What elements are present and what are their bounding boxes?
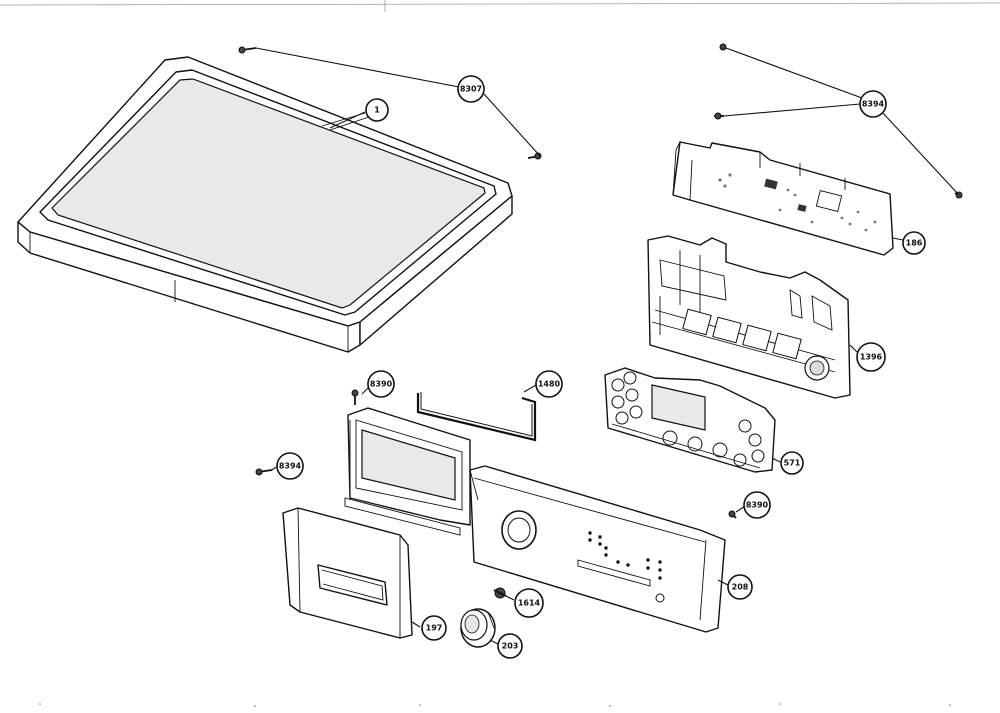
control-panel	[344, 407, 726, 633]
callout-8390-right: 8390	[743, 491, 771, 519]
callout-8394-left: 8394	[276, 452, 304, 480]
button-housing	[647, 235, 851, 399]
scan-noise	[39, 703, 951, 707]
callout-label-1396: 1396	[860, 353, 883, 362]
callout-label-186: 186	[906, 239, 923, 248]
callout-label-1614: 1614	[518, 599, 541, 608]
callout-8390-top: 8390	[367, 370, 395, 398]
screw-panel-top	[351, 389, 359, 405]
callout-label-1480: 1480	[538, 380, 561, 389]
callout-1: 1	[365, 98, 389, 122]
callout-1614: 1614	[514, 588, 544, 618]
screw-panel-right	[728, 510, 737, 519]
callout-8394-top: 8394	[859, 90, 887, 118]
spring-pin	[493, 587, 507, 599]
callout-label-8307: 8307	[460, 85, 482, 94]
selector-knob	[460, 608, 496, 648]
screw-board-mid	[714, 112, 724, 120]
callout-197: 197	[421, 615, 447, 641]
callout-label-8390-top: 8390	[370, 380, 393, 389]
control-board	[672, 141, 894, 256]
callout-8307: 8307	[457, 75, 485, 103]
callout-label-197: 197	[426, 624, 443, 633]
callout-label-1: 1	[374, 106, 380, 115]
drawer-front	[282, 507, 413, 639]
callout-571: 571	[780, 451, 804, 475]
callout-186: 186	[902, 231, 926, 255]
scan-edge-line	[0, 2, 1000, 6]
callout-1396: 1396	[856, 342, 886, 372]
screw-lid-right	[527, 152, 542, 160]
wire-bracket	[416, 392, 537, 442]
callout-label-8390-right: 8390	[746, 501, 769, 510]
callout-label-203: 203	[502, 642, 519, 651]
screw-panel-left	[255, 468, 273, 476]
callout-208: 208	[727, 574, 753, 600]
screws	[238, 43, 963, 519]
callout-label-208: 208	[732, 583, 749, 592]
light-guide	[604, 367, 776, 473]
screw-lid-left	[238, 46, 257, 54]
screw-board-top	[719, 43, 727, 51]
callout-label-8394-left: 8394	[279, 462, 302, 471]
callout-label-571: 571	[784, 459, 801, 468]
leader-lines	[255, 47, 960, 646]
callout-203: 203	[497, 633, 523, 659]
callout-1480: 1480	[535, 370, 563, 398]
callout-label-8394-top: 8394	[862, 100, 885, 109]
top-cover	[17, 56, 513, 353]
